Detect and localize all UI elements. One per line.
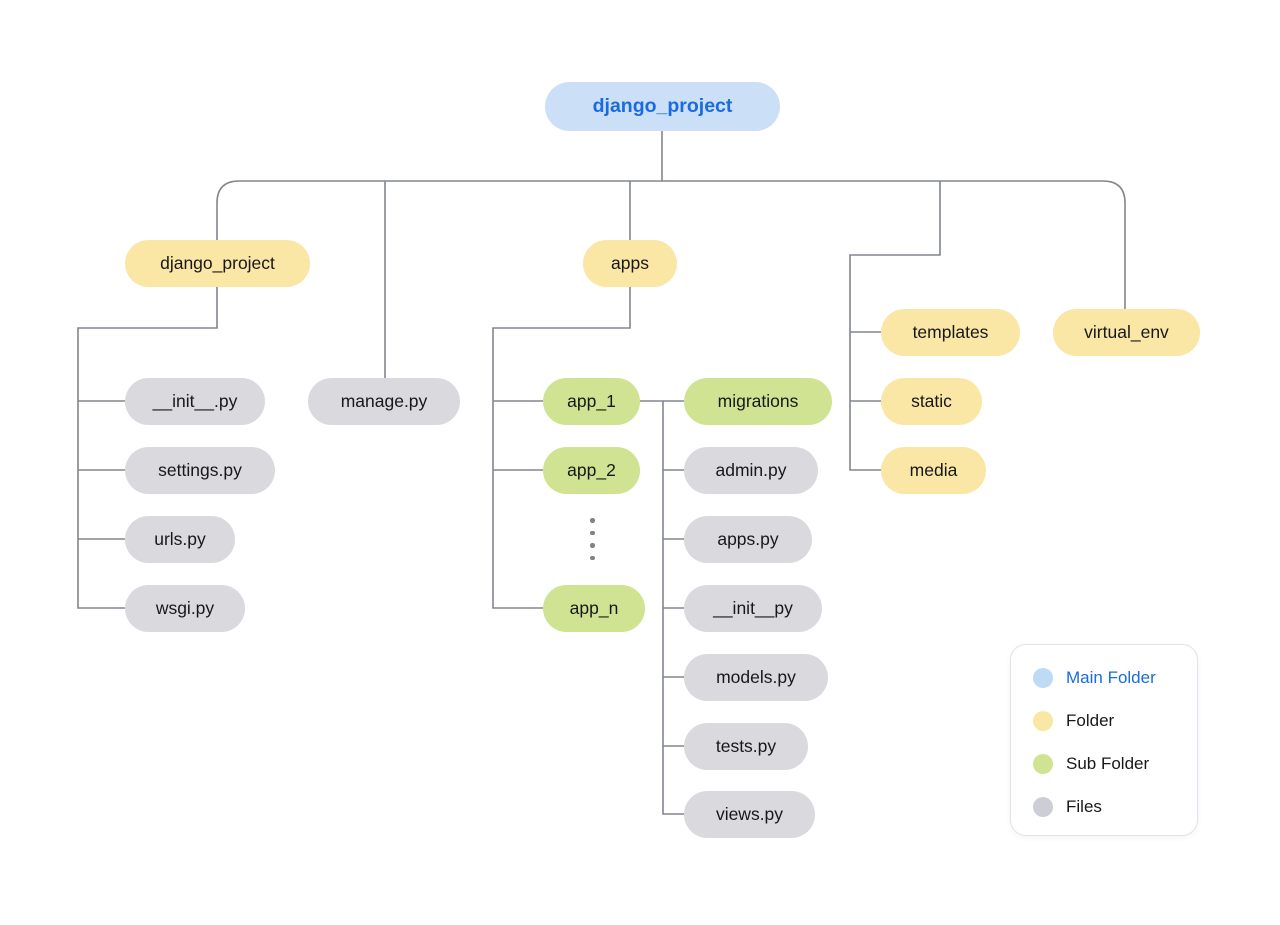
node-subfolder-app-n: app_n — [543, 585, 645, 632]
sub-folder-swatch-icon — [1033, 753, 1053, 774]
node-file-urls-py: urls.py — [125, 516, 235, 563]
main-folder-swatch-icon — [1033, 667, 1053, 688]
node-folder-apps: apps — [583, 240, 677, 287]
legend-item-files: Files — [1033, 785, 1197, 828]
node-file-models-py: models.py — [684, 654, 828, 701]
node-folder-templates: templates — [881, 309, 1020, 356]
node-file-settings-py: settings.py — [125, 447, 275, 494]
legend-label: Files — [1066, 796, 1102, 816]
node-folder-static: static — [881, 378, 982, 425]
legend-item-sub-folder: Sub Folder — [1033, 742, 1197, 785]
node-file-manage-py: manage.py — [308, 378, 460, 425]
node-subfolder-app-2: app_2 — [543, 447, 640, 494]
legend-label: Main Folder — [1066, 667, 1156, 687]
folder-swatch-icon — [1033, 710, 1053, 731]
node-file-wsgi-py: wsgi.py — [125, 585, 245, 632]
legend-label: Folder — [1066, 710, 1115, 730]
node-file-init-py-app: __init__py — [684, 585, 822, 632]
legend-item-folder: Folder — [1033, 699, 1197, 742]
files-swatch-icon — [1033, 796, 1053, 817]
legend: Main Folder Folder Sub Folder Files — [1010, 644, 1198, 836]
node-file-tests-py: tests.py — [684, 723, 808, 770]
node-folder-django-project: django_project — [125, 240, 310, 287]
more-apps-ellipsis-icon — [590, 518, 595, 560]
legend-label: Sub Folder — [1066, 753, 1150, 773]
node-folder-media: media — [881, 447, 986, 494]
node-subfolder-migrations: migrations — [684, 378, 832, 425]
node-folder-virtual-env: virtual_env — [1053, 309, 1200, 356]
node-file-apps-py: apps.py — [684, 516, 812, 563]
node-file-views-py: views.py — [684, 791, 815, 838]
legend-item-main-folder: Main Folder — [1033, 656, 1197, 699]
node-subfolder-app-1: app_1 — [543, 378, 640, 425]
node-file-init-py: __init__.py — [125, 378, 265, 425]
node-main-folder-django-project: django_project — [545, 82, 780, 131]
node-file-admin-py: admin.py — [684, 447, 818, 494]
